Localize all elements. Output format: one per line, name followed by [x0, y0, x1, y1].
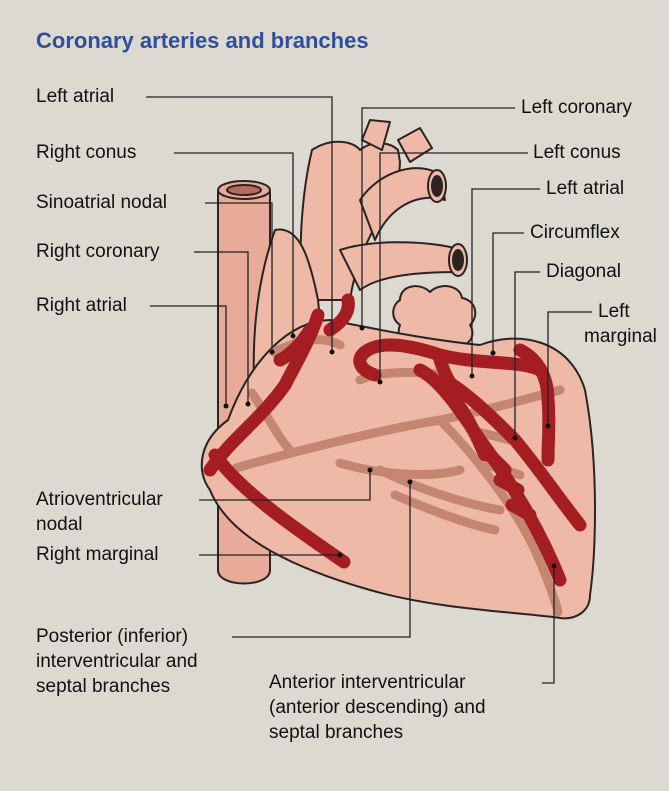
- label-right-coronary: Right coronary: [36, 240, 160, 264]
- label-sinoatrial-nodal: Sinoatrial nodal: [36, 191, 167, 215]
- label-left-marginal-line1: Left: [598, 300, 630, 324]
- label-circumflex: Circumflex: [530, 221, 620, 245]
- label-right-marginal: Right marginal: [36, 543, 159, 567]
- label-left-atrial-branch: Left atrial: [546, 177, 624, 201]
- septal-stub-2: [500, 480, 518, 490]
- label-anterior-line3: septal branches: [269, 721, 403, 745]
- label-anterior-line2: (anterior descending) and: [269, 696, 486, 720]
- label-av-nodal-line1: Atrioventricular: [36, 488, 163, 512]
- label-left-conus: Left conus: [533, 141, 621, 165]
- label-anterior-line1: Anterior interventricular: [269, 671, 465, 695]
- label-left-atrial: Left atrial: [36, 85, 114, 109]
- label-posterior-line2: interventricular and: [36, 650, 198, 674]
- label-right-atrial: Right atrial: [36, 294, 127, 318]
- label-diagonal: Diagonal: [546, 260, 621, 284]
- pulmonary-trunk: [340, 242, 458, 290]
- label-left-coronary: Left coronary: [521, 96, 632, 120]
- septal-stub-3: [512, 505, 530, 515]
- label-av-nodal-line2: nodal: [36, 513, 83, 537]
- label-posterior-line1: Posterior (inferior): [36, 625, 188, 649]
- label-right-conus: Right conus: [36, 141, 136, 165]
- label-posterior-line3: septal branches: [36, 675, 170, 699]
- label-left-marginal-line2: marginal: [584, 325, 657, 349]
